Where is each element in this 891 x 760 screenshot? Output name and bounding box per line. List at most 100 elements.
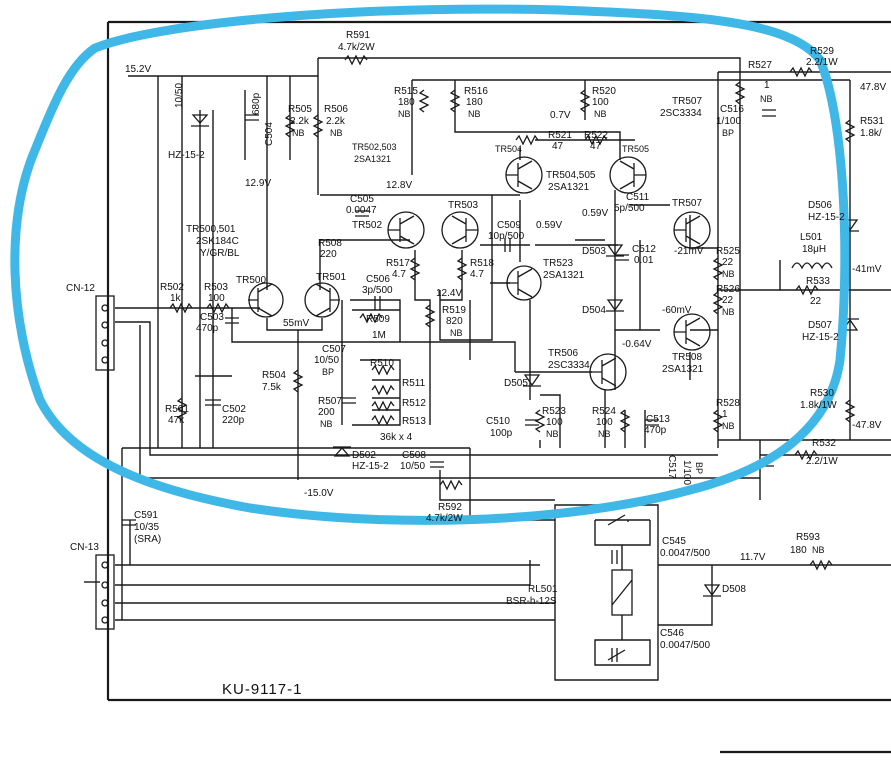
voltage-label: 11.7V xyxy=(740,552,766,563)
r533-value: 22 xyxy=(810,296,822,307)
r507-value: 200 xyxy=(318,407,335,418)
r509-label: R509 xyxy=(366,314,390,325)
r518-label: R518 xyxy=(470,258,494,269)
r504-value: 7.5k xyxy=(262,382,282,393)
rl501-label: RL501 xyxy=(528,584,558,595)
r516-nb: NB xyxy=(468,109,481,119)
voltage-label: 0.7V xyxy=(550,110,571,121)
tr523-label: TR523 xyxy=(543,258,573,269)
l501-label: L501 xyxy=(800,232,823,243)
r508-value: 220 xyxy=(320,249,337,260)
c502-label: C502 xyxy=(222,404,246,415)
l501-value: 18μH xyxy=(802,244,826,255)
r523-value: 100 xyxy=(546,417,563,428)
r502-value: 1k xyxy=(170,293,182,304)
r510-513-value: 36k x 4 xyxy=(380,432,413,443)
r509-value: 1M xyxy=(372,330,386,341)
r506-nb: NB xyxy=(330,128,343,138)
tr500-501-grade: Y/GR/BL xyxy=(200,248,240,259)
r527-label: R527 xyxy=(748,60,772,71)
r521-value: 47 xyxy=(552,141,564,152)
tr502-503-part: TR502,503 xyxy=(352,142,397,152)
r592-value: 4.7k/2W xyxy=(426,513,463,524)
tr505-label: TR505 xyxy=(622,144,649,154)
voltage-label: -0.64V xyxy=(622,339,652,350)
r526-value: 22 xyxy=(722,295,734,306)
cn12-label: CN-12 xyxy=(66,283,95,294)
r533-label: R533 xyxy=(806,276,830,287)
r528-nb: NB xyxy=(722,421,735,431)
tr500-501-part: TR500,501 xyxy=(186,224,236,235)
voltage-label: 55mV xyxy=(283,318,309,329)
cn13-label: CN-13 xyxy=(70,542,99,553)
r528-value: 1 xyxy=(722,409,728,420)
tr503-label: TR503 xyxy=(448,200,478,211)
highlight-outline xyxy=(10,4,850,525)
c502-value: 220p xyxy=(222,415,245,426)
c508-value: 10/50 xyxy=(400,461,425,472)
c513-value: 470p xyxy=(644,425,667,436)
r501-value: 47k xyxy=(168,415,185,426)
r507-label: R507 xyxy=(318,396,342,407)
r520-label: R520 xyxy=(592,86,616,97)
r522-value: 47 xyxy=(590,141,602,152)
wiring xyxy=(84,57,891,681)
voltage-label: 12.9V xyxy=(245,178,271,189)
r510-label: R510 xyxy=(370,358,394,369)
r525-label: R525 xyxy=(716,246,740,257)
r512-label: R512 xyxy=(402,398,426,409)
r526-label: R526 xyxy=(716,284,740,295)
r522-label: R522 xyxy=(584,130,608,141)
voltage-label: -60mV xyxy=(662,305,692,316)
transistor-labels: TR500 TR501 TR500,501 2SK184C Y/GR/BL TR… xyxy=(186,96,704,375)
r527-nb: NB xyxy=(760,94,773,104)
passive-symbols xyxy=(122,54,859,662)
r593-value: 180 xyxy=(790,545,807,556)
r520-value: 100 xyxy=(592,97,609,108)
c504-value: 680p xyxy=(251,92,262,115)
r523-label: R523 xyxy=(542,406,566,417)
c507-value: 10/50 xyxy=(314,355,339,366)
c517-label: C517 xyxy=(666,455,677,479)
r593-nb: NB xyxy=(812,545,825,555)
c591-value: 10/35 xyxy=(134,522,159,533)
voltage-label: -41mV xyxy=(852,264,882,275)
d507-value: HZ-15-2 xyxy=(802,332,839,343)
tr504-505-part: TR504,505 xyxy=(546,170,596,181)
voltage-label: 12.4V xyxy=(436,288,462,299)
tr506-type: 2SC3334 xyxy=(548,360,590,371)
r517-label: R517 xyxy=(386,258,410,269)
c505-value: 0.0047 xyxy=(346,205,377,216)
c511-value: 5p/500 xyxy=(614,203,645,214)
r524-value: 100 xyxy=(596,417,613,428)
d508-label: D508 xyxy=(722,584,746,595)
r529-value: 2.2/1W xyxy=(806,57,838,68)
transistor-symbols xyxy=(248,156,711,391)
r523-nb: NB xyxy=(546,429,559,439)
c506-label: C506 xyxy=(366,274,390,285)
d503-label: D503 xyxy=(582,246,606,257)
c546-value: 0.0047/500 xyxy=(660,640,710,651)
d-topleft-value: HZ-15-2 xyxy=(168,150,205,161)
r519-value: 820 xyxy=(446,316,463,327)
capacitor-labels: C502 220p C503 470p C504 680p C505 0.004… xyxy=(134,83,744,651)
voltage-label: -47.8V xyxy=(852,420,882,431)
r530-label: R530 xyxy=(810,388,834,399)
voltage-label: 12.8V xyxy=(386,180,412,191)
r528-label: R528 xyxy=(716,398,740,409)
diode-labels: D502 HZ-15-2 D503 D504 D505 D506 HZ-15-2… xyxy=(168,150,845,595)
tr501-label: TR501 xyxy=(316,272,346,283)
c507-label: C507 xyxy=(322,344,346,355)
r531-label: R531 xyxy=(860,116,884,127)
c516-label: C516 xyxy=(720,104,744,115)
connector-cn12: CN-12 xyxy=(66,283,115,371)
r518-value: 4.7 xyxy=(470,269,484,280)
c506-value: 3p/500 xyxy=(362,285,393,296)
tr500-501-type: 2SK184C xyxy=(196,236,239,247)
r532-value: 2.2/1W xyxy=(806,456,838,467)
voltage-label: -21mV xyxy=(674,246,704,257)
r508-label: R508 xyxy=(318,238,342,249)
d505-label: D505 xyxy=(504,378,528,389)
c517-bp: BP xyxy=(694,462,704,474)
